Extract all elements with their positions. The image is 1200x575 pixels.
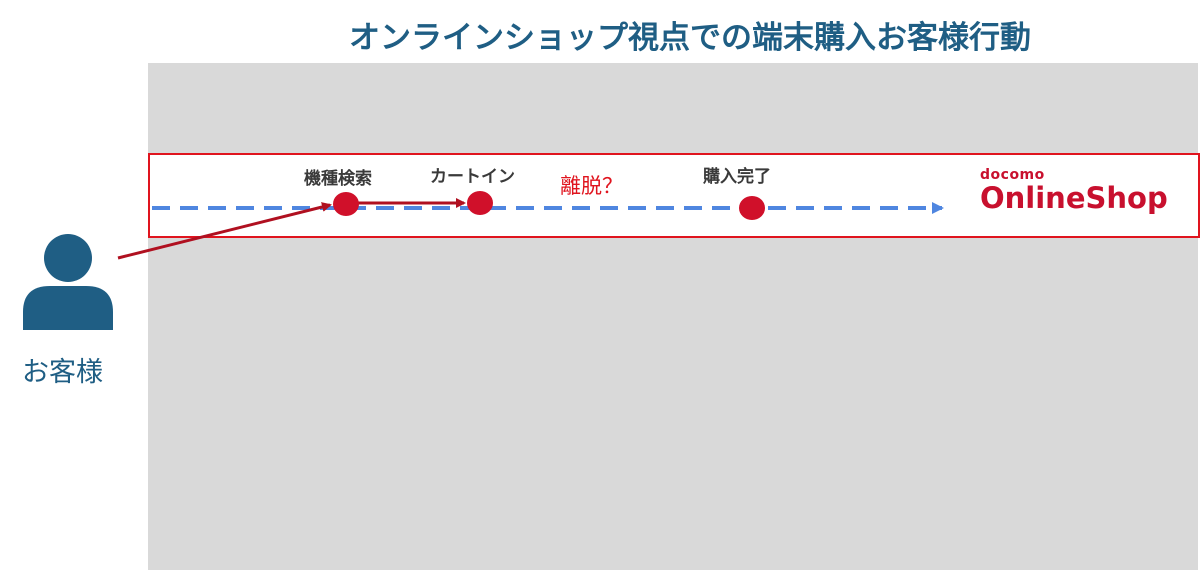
docomo-online-shop-logo: docomo OnlineShop (980, 168, 1168, 214)
background-panel-bottom (148, 237, 1198, 570)
customer-entry-arrow (117, 202, 332, 260)
step-dot-purchase-complete (739, 196, 765, 220)
step-label-purchase-complete: 購入完了 (703, 167, 771, 187)
logo-shop-text: OnlineShop (980, 181, 1168, 215)
customer-label: お客様 (22, 357, 103, 388)
step-dot-model-search (333, 192, 359, 216)
background-panel-top (148, 63, 1198, 153)
step-label-cart-in: カートイン (430, 167, 515, 187)
step-dot-cart-in (467, 191, 493, 215)
logo-brand-text: docomo (980, 167, 1045, 183)
step-label-model-search: 機種検索 (304, 169, 372, 189)
person-icon (23, 234, 113, 330)
dropout-label: 離脱？ (560, 174, 623, 198)
journey-highlight-box (148, 153, 1200, 238)
page-title: オンラインショップ視点での端末購入お客様行動 (349, 20, 1031, 56)
